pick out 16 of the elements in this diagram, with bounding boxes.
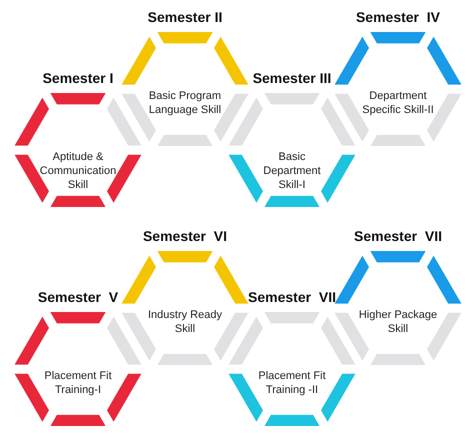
skill-text: Placement Fit Training -II	[257, 369, 327, 398]
semester-heading: Semester II	[146, 8, 224, 26]
semester-heading: Semester I	[42, 69, 114, 87]
skill-text: Department Specific Skill-II	[361, 89, 435, 118]
semester-heading: Semester III	[252, 69, 332, 87]
semester-heading: Semester VII	[247, 288, 337, 306]
semester-heading: Semester VII	[353, 227, 443, 245]
skill-text: Basic Program Language Skill	[148, 89, 222, 118]
semester-heading: Semester VI	[142, 227, 228, 245]
skill-text: Placement Fit Training-I	[43, 369, 113, 398]
semester-heading: Semester V	[36, 288, 120, 306]
skill-text: Basic Department Skill-I	[262, 150, 322, 192]
skill-text: Higher Package Skill	[358, 308, 438, 336]
semester-heading: Semester IV	[354, 8, 442, 26]
skill-text: Aptitude & Communication Skill	[38, 150, 118, 192]
skill-text: Industry Ready Skill	[147, 308, 223, 336]
